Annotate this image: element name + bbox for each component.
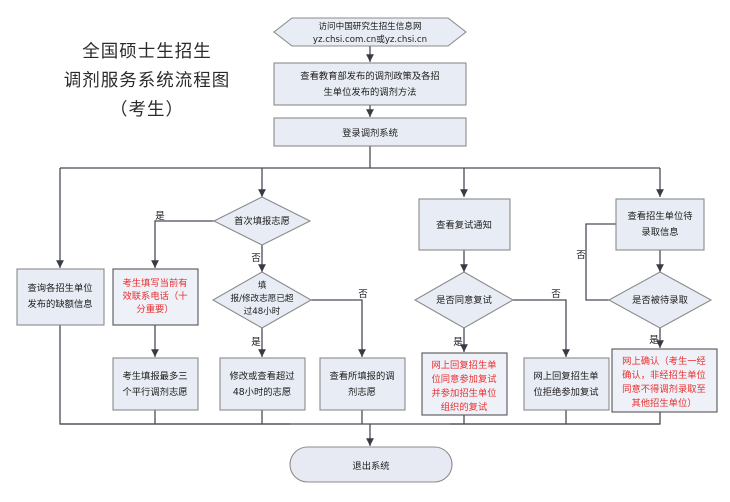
edge-over48-no: [310, 299, 366, 357]
node-view-filled-line-2: 剂志愿: [348, 386, 376, 398]
node-over48-line-2: 报/修改志愿已超: [230, 292, 293, 304]
edge-pending-no-loop: [585, 220, 624, 301]
node-reply-refuse-line-2: 位拒绝参加复试: [533, 386, 598, 398]
node-view-policy-line-1: 查看教育部发布的调剂政策及各招: [300, 70, 439, 82]
label-agree-retest-no: 否: [551, 289, 561, 300]
node-fill-three[interactable]: 考生填报最多三 个平行调剂志愿: [112, 357, 199, 411]
node-visit-site[interactable]: 访问中国研究生招生信息网 yz.chsi.com.cn或yz.chsi.cn: [273, 17, 467, 47]
label-pending-admit-no: 否: [576, 250, 586, 261]
node-online-confirm-line-2: 确认，非经招生单位: [622, 369, 706, 381]
node-exit-line-1: 退出系统: [352, 460, 389, 472]
label-agree-retest-yes: 是: [453, 337, 463, 348]
node-is-pending-admit[interactable]: 是否被待录取: [607, 271, 713, 329]
node-modify-over48-line-2: 48小时的志愿: [233, 386, 291, 398]
node-over48-line-1: 填: [258, 279, 267, 291]
node-check-pending-admit[interactable]: 查看招生单位待 录取信息: [615, 198, 705, 251]
node-visit-site-line-1: 访问中国研究生招生信息网: [318, 20, 421, 32]
node-view-policy-line-2: 生单位发布的调剂方法: [324, 86, 417, 98]
node-fill-phone[interactable]: 考生填写当前有 效联系电话（十 分重要）: [112, 268, 199, 326]
page-title: 全国硕士生招生 调剂服务系统流程图 （考生）: [64, 42, 231, 120]
label-pending-admit-yes: 是: [649, 335, 659, 346]
node-view-filled-line-1: 查看所填报的调: [329, 370, 394, 382]
node-online-confirm[interactable]: 网上确认（考生一经 确认，非经招生单位 同意不得调剂录取至 其他招生单位）: [611, 348, 718, 413]
node-check-pending-admit-line-2: 录取信息: [641, 226, 678, 238]
node-fill-three-line-1: 考生填报最多三: [122, 370, 187, 382]
node-online-confirm-line-3: 同意不得调剂录取至: [622, 383, 706, 395]
title-line-2: 调剂服务系统流程图: [64, 71, 231, 91]
node-fill-phone-line-2: 效联系电话（十: [122, 290, 187, 302]
node-reply-agree-line-3: 并参加招生单位: [431, 387, 496, 399]
node-query-vacancy[interactable]: 查询各招生单位 发布的缺额信息: [16, 268, 105, 326]
node-first-fill-line-1: 首次填报志愿: [234, 215, 290, 227]
node-visit-site-line-2: yz.chsi.com.cn或yz.chsi.cn: [313, 33, 427, 45]
node-query-vacancy-line-2: 发布的缺额信息: [27, 298, 92, 310]
edge-labels: 是 否 是 否 是 否 是 否: [155, 211, 659, 348]
node-reply-refuse[interactable]: 网上回复招生单 位拒绝参加复试: [523, 357, 610, 411]
node-online-confirm-line-1: 网上确认（考生一经: [622, 355, 706, 367]
label-first-fill-no: 否: [251, 253, 261, 264]
node-agree-retest[interactable]: 是否同意复试: [413, 271, 515, 329]
node-over48-line-3: 过48小时: [244, 305, 281, 317]
node-login[interactable]: 登录调剂系统: [273, 117, 467, 147]
label-over48-no: 否: [358, 289, 368, 300]
node-agree-retest-line-1: 是否同意复试: [436, 294, 492, 306]
node-login-line-1: 登录调剂系统: [342, 127, 398, 139]
edge-agree-no: [512, 299, 570, 357]
node-query-vacancy-line-1: 查询各招生单位: [27, 282, 92, 294]
node-modify-over48[interactable]: 修改或查看超过 48小时的志愿: [219, 357, 306, 411]
node-modify-over48-line-1: 修改或查看超过: [229, 370, 294, 382]
label-first-fill-yes: 是: [155, 211, 165, 222]
node-view-filled[interactable]: 查看所填报的调 剂志愿: [319, 357, 406, 411]
node-fill-phone-line-3: 分重要）: [136, 303, 173, 315]
title-line-3: （考生）: [110, 100, 184, 120]
node-reply-agree-line-4: 组织的复试: [441, 401, 488, 413]
node-fill-three-line-2: 个平行调剂志愿: [122, 386, 187, 398]
node-check-retest-notice-line-1: 查看复试通知: [436, 219, 492, 231]
edges: [56, 46, 664, 446]
node-over48[interactable]: 填 报/修改志愿已超 过48小时: [211, 271, 313, 329]
edge-first-fill-yes: [151, 220, 216, 268]
node-is-pending-admit-line-1: 是否被待录取: [632, 294, 688, 306]
node-reply-agree-line-1: 网上回复招生单: [431, 359, 496, 371]
node-first-fill[interactable]: 首次填报志愿: [212, 196, 312, 246]
node-online-confirm-line-4: 其他招生单位）: [631, 397, 696, 409]
node-check-retest-notice[interactable]: 查看复试通知: [418, 198, 511, 251]
node-view-policy[interactable]: 查看教育部发布的调剂政策及各招 生单位发布的调剂方法: [273, 62, 467, 106]
node-reply-agree[interactable]: 网上回复招生单 位同意参加复试 并参加招生单位 组织的复试: [421, 352, 508, 416]
node-check-pending-admit-line-1: 查看招生单位待: [627, 210, 692, 222]
node-reply-agree-line-2: 位同意参加复试: [431, 373, 496, 385]
node-fill-phone-line-1: 考生填写当前有: [122, 277, 187, 289]
title-line-1: 全国硕士生招生: [82, 42, 212, 62]
label-over48-yes: 是: [251, 337, 261, 348]
node-reply-refuse-line-1: 网上回复招生单: [533, 370, 598, 382]
node-exit[interactable]: 退出系统: [289, 446, 453, 483]
